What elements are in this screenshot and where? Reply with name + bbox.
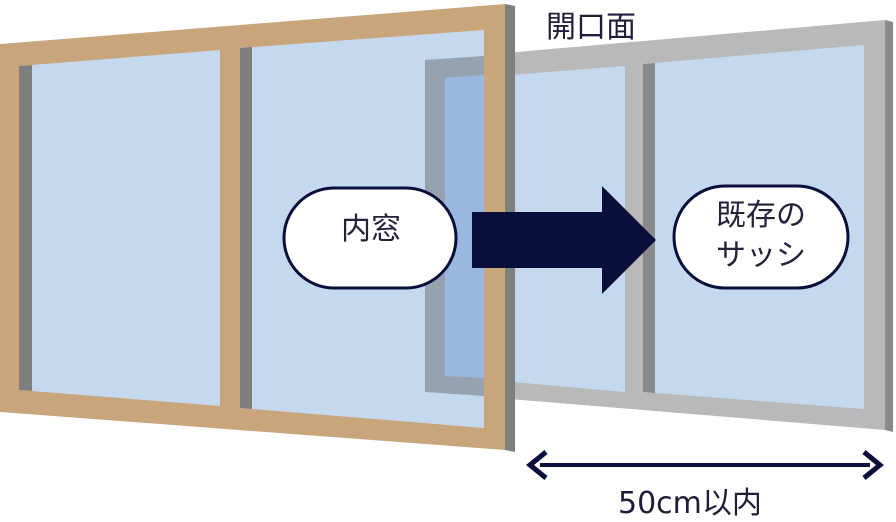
inner-window-see-through-glass <box>445 75 484 378</box>
width-limit-label: 50cm以内 <box>618 486 762 521</box>
direction-arrow <box>472 186 656 294</box>
inner-window-pane-right-edge <box>240 47 252 409</box>
existing-sash-pill <box>672 184 850 290</box>
inner-window-pane-left-edge <box>19 65 32 391</box>
existing-sash-label: 既存の サッシ <box>676 196 846 276</box>
inner-window-label: 内窓 <box>341 212 401 247</box>
inner-window-pane-left <box>19 50 220 406</box>
width-dimension-arrow <box>526 450 884 480</box>
existing-sash-label-line2: サッシ <box>716 238 806 273</box>
existing-sash-label-line1: 既存の <box>716 198 806 233</box>
opening-label: 開口面 <box>546 10 636 45</box>
inner-window-pill <box>282 186 458 290</box>
existing-sash-frame-shadow <box>885 20 893 432</box>
existing-sash-pane-right-edge <box>643 63 655 393</box>
